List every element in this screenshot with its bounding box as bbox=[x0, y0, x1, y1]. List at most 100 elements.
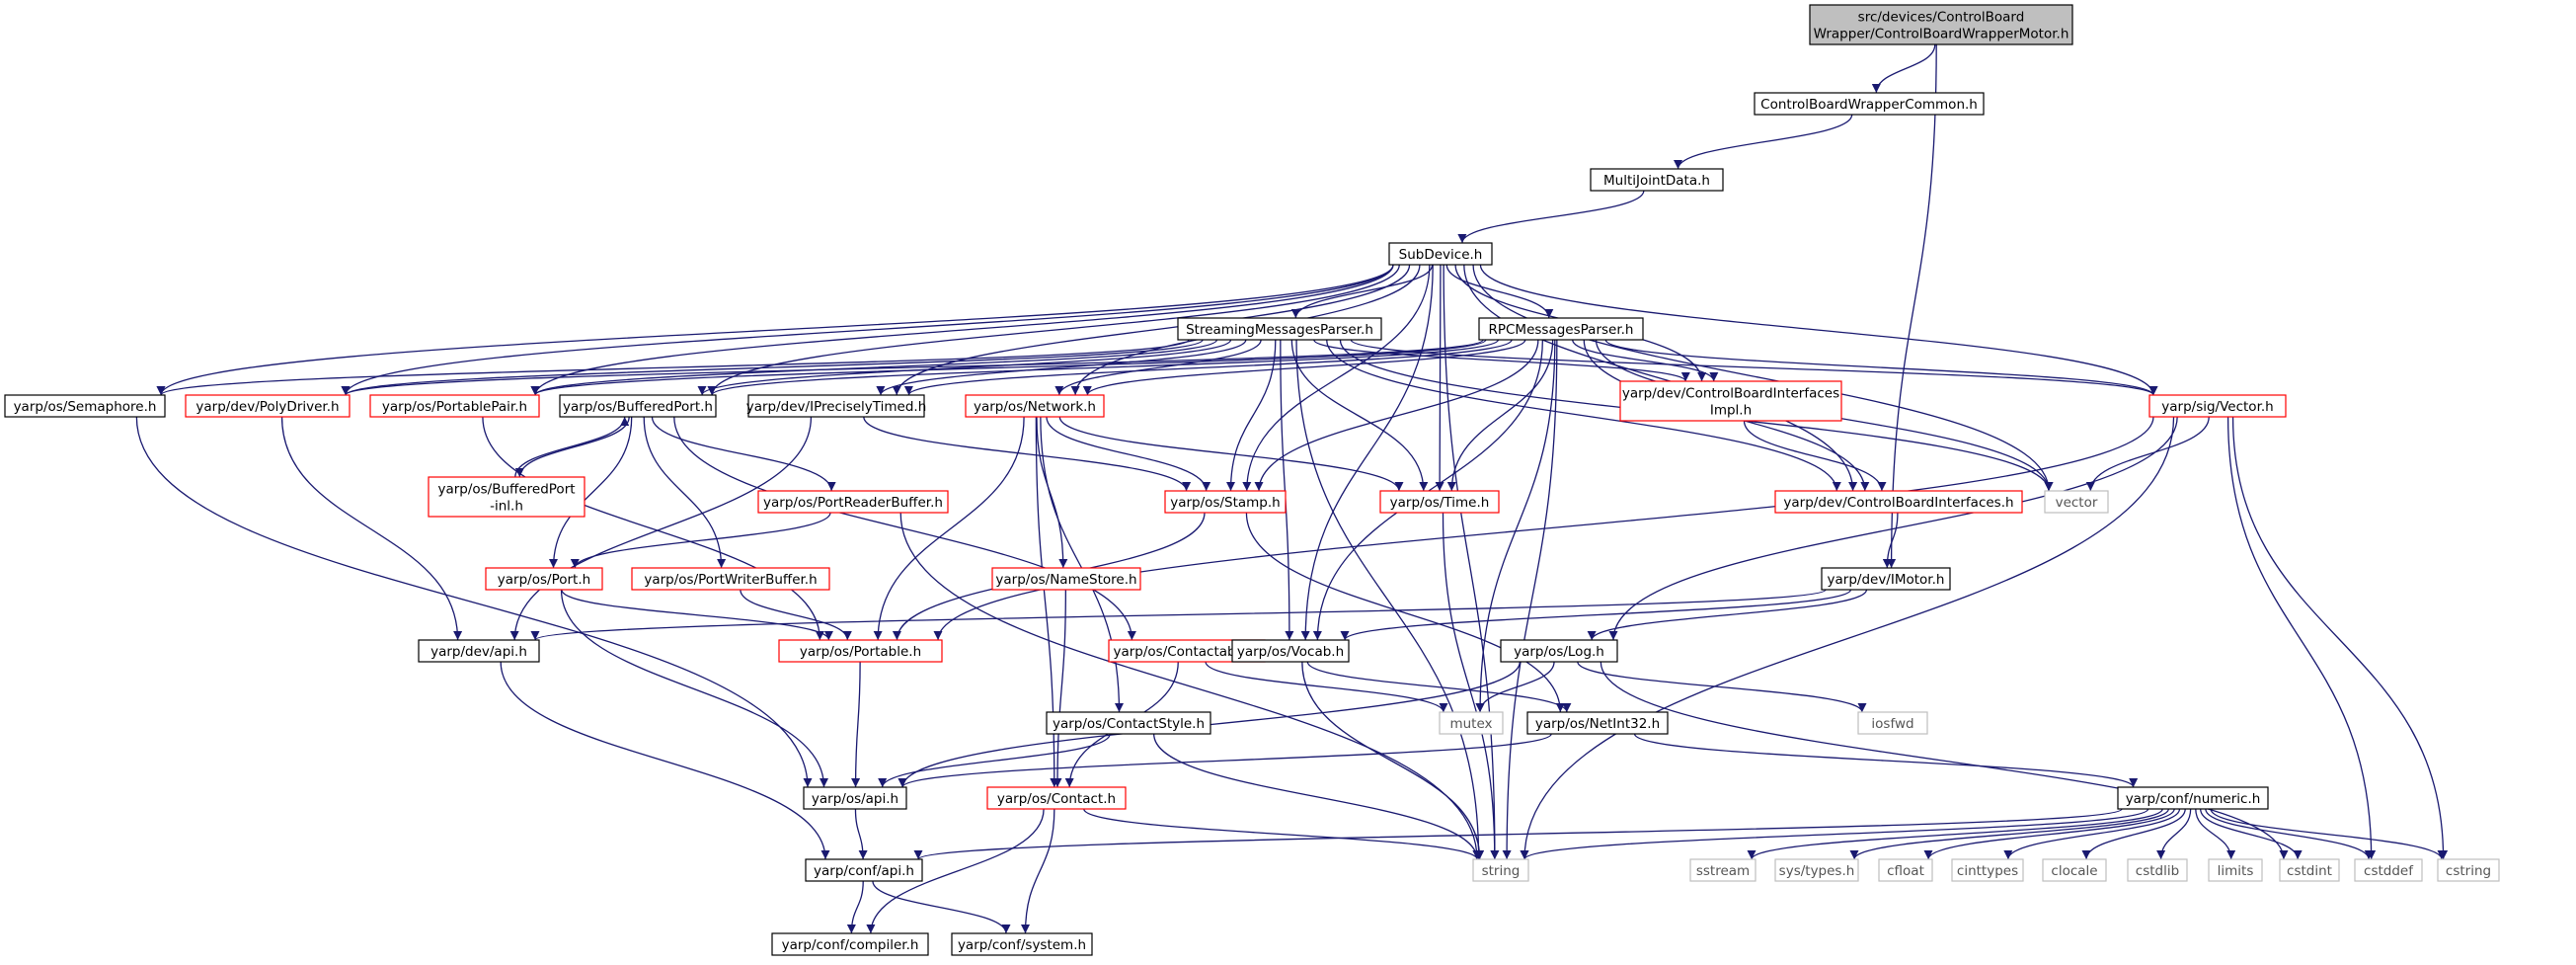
node-time[interactable]: yarp/os/Time.h bbox=[1379, 490, 1500, 514]
node-netint[interactable]: yarp/os/NetInt32.h bbox=[1526, 711, 1669, 735]
node-smp[interactable]: StreamingMessagesParser.h bbox=[1177, 317, 1382, 341]
node-box bbox=[1177, 317, 1382, 341]
node-numeric[interactable]: yarp/conf/numeric.h bbox=[2117, 786, 2269, 810]
edge-port-to-portable bbox=[561, 589, 833, 641]
node-devapi[interactable]: yarp/dev/api.h bbox=[418, 639, 540, 663]
node-label: string bbox=[1482, 863, 1521, 879]
edge-ctable-to-mutex bbox=[1205, 661, 1448, 713]
edge-subdev-to-smp bbox=[1290, 264, 1434, 319]
node-cstyle[interactable]: yarp/os/ContactStyle.h bbox=[1046, 711, 1211, 735]
node-label: sstream bbox=[1696, 863, 1750, 879]
node-label: yarp/conf/compiler.h bbox=[782, 937, 919, 953]
node-box bbox=[2279, 858, 2340, 882]
node-bport[interactable]: yarp/os/BufferedPort.h bbox=[559, 394, 717, 418]
node-contact[interactable]: yarp/os/Contact.h bbox=[986, 786, 1127, 810]
node-compiler[interactable]: yarp/conf/compiler.h bbox=[771, 932, 929, 956]
edge-log-to-iosfwd bbox=[1577, 661, 1867, 713]
node-box bbox=[631, 567, 830, 591]
node-limits[interactable]: limits bbox=[2208, 858, 2263, 882]
node-rpcmp[interactable]: RPCMessagesParser.h bbox=[1478, 317, 1644, 341]
node-clocale[interactable]: clocale bbox=[2042, 858, 2107, 882]
node-label: cstdint bbox=[2287, 863, 2332, 879]
node-sem[interactable]: yarp/os/Semaphore.h bbox=[4, 394, 166, 418]
node-box bbox=[1809, 4, 2073, 45]
node-prb[interactable]: yarp/os/PortReaderBuffer.h bbox=[757, 490, 949, 514]
node-nstore[interactable]: yarp/os/NameStore.h bbox=[991, 567, 1141, 591]
edge-cbwc-to-mjd bbox=[1674, 114, 1853, 170]
node-bpinl[interactable]: yarp/os/BufferedPort-inl.h bbox=[428, 476, 585, 518]
edge-numeric-to-string bbox=[1520, 808, 2149, 860]
node-cstddef[interactable]: cstddef bbox=[2354, 858, 2423, 882]
node-sstream[interactable]: sstream bbox=[1689, 858, 1756, 882]
node-label: yarp/os/Portable.h bbox=[800, 644, 921, 660]
edge-netint-to-osapi bbox=[898, 733, 1552, 788]
node-poly[interactable]: yarp/dev/PolyDriver.h bbox=[185, 394, 351, 418]
edge-svec-to-string bbox=[1520, 416, 2175, 860]
edge-smp-to-time bbox=[1290, 339, 1429, 492]
edge-time-to-string bbox=[1442, 512, 1500, 860]
node-label: -inl.h bbox=[490, 499, 523, 515]
node-label: yarp/dev/IPreciselyTimed.h bbox=[746, 399, 927, 415]
edge-bport-to-pwb bbox=[643, 416, 727, 569]
node-portable[interactable]: yarp/os/Portable.h bbox=[778, 639, 943, 663]
node-pwb[interactable]: yarp/os/PortWriterBuffer.h bbox=[631, 567, 830, 591]
node-cinttypes[interactable]: cinttypes bbox=[1951, 858, 2024, 882]
node-ctable[interactable]: yarp/os/Contactable.h bbox=[1108, 639, 1266, 663]
edge-numeric-to-clocale bbox=[2081, 808, 2186, 860]
edge-smp-to-net bbox=[1054, 339, 1262, 396]
node-systypes[interactable]: sys/types.h bbox=[1774, 858, 1859, 882]
edge-numeric-to-systypes bbox=[1849, 808, 2169, 860]
node-port[interactable]: yarp/os/Port.h bbox=[485, 567, 603, 591]
node-box bbox=[1164, 490, 1287, 514]
edge-contact-to-string bbox=[1083, 808, 1482, 860]
node-cfloat[interactable]: cfloat bbox=[1878, 858, 1933, 882]
node-box bbox=[1472, 858, 1529, 882]
node-vocab[interactable]: yarp/os/Vocab.h bbox=[1231, 639, 1350, 663]
edge-poly-to-devapi bbox=[280, 416, 463, 641]
edge-bport-to-port bbox=[549, 416, 633, 569]
node-label: yarp/dev/ControlBoardInterfaces.h bbox=[1783, 495, 2013, 511]
node-vector[interactable]: vector bbox=[2044, 490, 2109, 514]
node-iosfwd[interactable]: iosfwd bbox=[1857, 711, 1928, 735]
node-label: yarp/conf/numeric.h bbox=[2126, 791, 2261, 807]
edge-ipt-to-stamp bbox=[863, 416, 1192, 492]
edge-prb-to-port bbox=[570, 512, 831, 569]
node-label: cstring bbox=[2446, 863, 2491, 879]
node-net[interactable]: yarp/os/Network.h bbox=[965, 394, 1105, 418]
node-cstring[interactable]: cstring bbox=[2437, 858, 2500, 882]
node-imotor[interactable]: yarp/dev/IMotor.h bbox=[1821, 567, 1951, 591]
edge-numeric-to-cstdint bbox=[2199, 808, 2303, 860]
edge-log-to-cstdint bbox=[1600, 661, 2289, 860]
edge-subdev-to-time bbox=[1435, 264, 1444, 492]
node-box bbox=[757, 490, 949, 514]
node-system[interactable]: yarp/conf/system.h bbox=[951, 932, 1093, 956]
node-box bbox=[185, 394, 351, 418]
node-root[interactable]: src/devices/ControlBoardWrapper/ControlB… bbox=[1809, 4, 2073, 45]
edge-rpcmp-to-net bbox=[1082, 339, 1526, 396]
node-subdev[interactable]: SubDevice.h bbox=[1388, 242, 1493, 266]
node-log[interactable]: yarp/os/Log.h bbox=[1500, 639, 1618, 663]
node-mutex[interactable]: mutex bbox=[1439, 711, 1504, 735]
edge-subdev-to-string bbox=[1443, 264, 1500, 860]
node-box bbox=[369, 394, 540, 418]
node-cstdlib[interactable]: cstdlib bbox=[2127, 858, 2188, 882]
node-confapi[interactable]: yarp/conf/api.h bbox=[805, 858, 923, 882]
node-ppair[interactable]: yarp/os/PortablePair.h bbox=[369, 394, 540, 418]
node-cbwc[interactable]: ControlBoardWrapperCommon.h bbox=[1754, 92, 1985, 116]
edge-root-to-cbwc bbox=[1871, 43, 1936, 94]
node-osapi[interactable]: yarp/os/api.h bbox=[803, 786, 907, 810]
node-box bbox=[1590, 168, 1724, 192]
node-cstdint[interactable]: cstdint bbox=[2279, 858, 2340, 882]
edge-cstyle-to-osapi bbox=[878, 733, 1111, 788]
node-svec[interactable]: yarp/sig/Vector.h bbox=[2148, 394, 2287, 418]
node-box bbox=[2354, 858, 2423, 882]
node-stamp[interactable]: yarp/os/Stamp.h bbox=[1164, 490, 1287, 514]
edge-smp-to-vocab bbox=[1280, 339, 1294, 641]
node-cbi[interactable]: yarp/dev/ControlBoardInterfaces.h bbox=[1774, 490, 2023, 514]
node-mjd[interactable]: MultiJointData.h bbox=[1590, 168, 1724, 192]
node-string[interactable]: string bbox=[1472, 858, 1529, 882]
edge-ppair-to-portable bbox=[482, 416, 824, 641]
node-ipt[interactable]: yarp/dev/IPreciselyTimed.h bbox=[746, 394, 927, 418]
